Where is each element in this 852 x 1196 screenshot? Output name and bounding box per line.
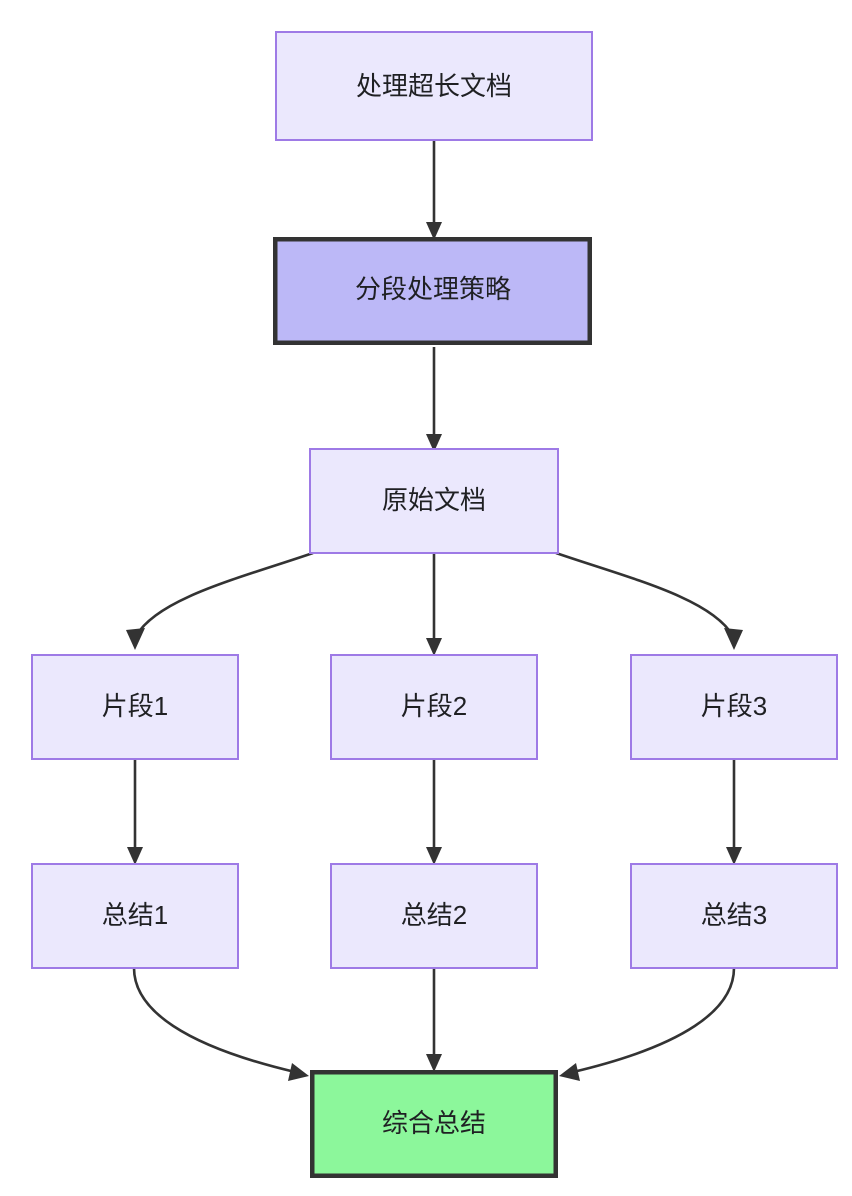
- arrowhead-icon: [724, 628, 743, 650]
- node-original-document[interactable]: 原始文档: [309, 448, 559, 554]
- edge-chunk2-to-summary2: [426, 759, 442, 865]
- arrowhead-icon: [126, 628, 145, 650]
- edge-chunk1-to-summary1: [127, 759, 143, 865]
- node-final-summary[interactable]: 综合总结: [310, 1070, 558, 1178]
- arrowhead-icon: [559, 1063, 580, 1081]
- arrowhead-icon: [288, 1063, 309, 1081]
- node-label: 处理超长文档: [356, 71, 512, 101]
- arrowhead-icon: [426, 847, 442, 865]
- node-label: 综合总结: [382, 1108, 486, 1138]
- node-summary-2[interactable]: 总结2: [330, 863, 538, 969]
- node-layer: 处理超长文档 分段处理策略 原始文档 片段1 片段2 片段3: [31, 31, 838, 1178]
- node-label: 片段2: [401, 691, 467, 721]
- node-label: 总结3: [701, 900, 767, 930]
- edge-layer: [126, 140, 743, 1081]
- node-chunk-1[interactable]: 片段1: [31, 654, 239, 760]
- node-summary-3[interactable]: 总结3: [630, 863, 838, 969]
- node-label: 片段3: [701, 691, 767, 721]
- arrowhead-icon: [426, 1054, 442, 1072]
- node-summary-1[interactable]: 总结1: [31, 863, 239, 969]
- node-label: 原始文档: [382, 485, 486, 515]
- edge-original-to-chunk3: [555, 551, 743, 650]
- arrowhead-icon: [426, 434, 442, 452]
- edge-doc-to-strategy: [426, 140, 442, 240]
- node-label: 总结2: [401, 900, 467, 930]
- edge-summary2-to-final: [426, 968, 442, 1072]
- arrowhead-icon: [426, 222, 442, 240]
- edge-summary3-to-final: [559, 967, 736, 1081]
- edge-strategy-to-original: [426, 347, 442, 452]
- edge-original-to-chunk2: [426, 553, 442, 656]
- edge-original-to-chunk1: [126, 551, 314, 650]
- edge-chunk3-to-summary3: [726, 759, 742, 865]
- node-chunk-3[interactable]: 片段3: [630, 654, 838, 760]
- node-process-long-document[interactable]: 处理超长文档: [275, 31, 593, 141]
- node-label: 片段1: [102, 691, 168, 721]
- node-chunk-2[interactable]: 片段2: [330, 654, 538, 760]
- node-label: 分段处理策略: [355, 274, 511, 304]
- arrowhead-icon: [127, 847, 143, 865]
- node-label: 总结1: [102, 900, 168, 930]
- edge-summary1-to-final: [132, 967, 309, 1081]
- arrowhead-icon: [726, 847, 742, 865]
- arrowhead-icon: [426, 638, 442, 656]
- node-chunking-strategy[interactable]: 分段处理策略: [273, 237, 592, 345]
